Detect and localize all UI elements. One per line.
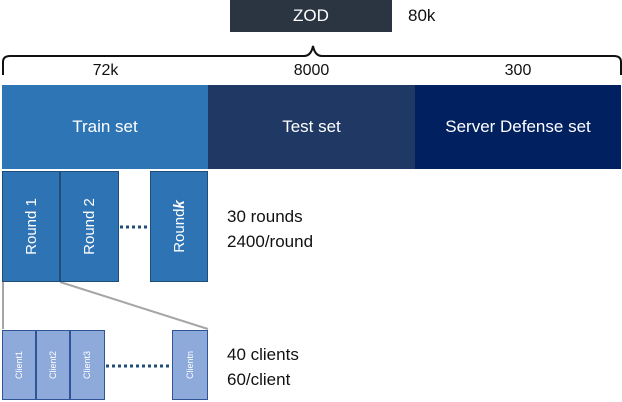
test-set-label: Test set	[282, 117, 341, 136]
clients-per-client: 60/client	[227, 370, 291, 389]
train-set-block: Train set	[2, 85, 208, 169]
test-size-label: 8000	[293, 62, 330, 79]
zoom-connector-right	[59, 281, 209, 330]
round-label-1: Round 1	[22, 198, 40, 255]
dataset-name: ZOD	[293, 6, 329, 25]
dataset-name-box: ZOD	[230, 0, 392, 32]
dataset-total: 80k	[408, 6, 436, 25]
round-label-2: Round 2	[81, 198, 98, 255]
client-block-1: Client1	[2, 330, 36, 400]
defense-set-label: Server Defense set	[445, 117, 591, 136]
clients-summary: 40 clients 60/client	[227, 342, 299, 392]
client-label-n: Clientn	[184, 350, 195, 380]
client-block-n: Clientn	[172, 330, 208, 400]
client-block-3: Client3	[70, 330, 105, 400]
round-label-k: Round k	[170, 200, 188, 253]
rounds-count: 30 rounds	[227, 207, 303, 226]
client-label-1: Client1	[13, 350, 24, 380]
rounds-per-round: 2400/round	[227, 232, 314, 251]
train-set-label: Train set	[72, 117, 138, 136]
defense-set-block: Server Defense set	[415, 85, 621, 169]
round-block-1: Round 1	[2, 171, 60, 282]
test-set-block: Test set	[208, 85, 415, 169]
clients-count: 40 clients	[227, 345, 299, 364]
round-block-k: Round k	[150, 171, 208, 282]
dataset-brace	[1, 45, 622, 75]
defense-size-label: 300	[504, 62, 532, 79]
client-block-2: Client2	[36, 330, 70, 400]
client-label-2: Client2	[47, 350, 58, 380]
rounds-summary: 30 rounds 2400/round	[227, 204, 313, 254]
train-size-label: 72k	[92, 62, 119, 79]
round-block-2: Round 2	[60, 171, 119, 282]
client-label-3: Client3	[82, 350, 93, 380]
